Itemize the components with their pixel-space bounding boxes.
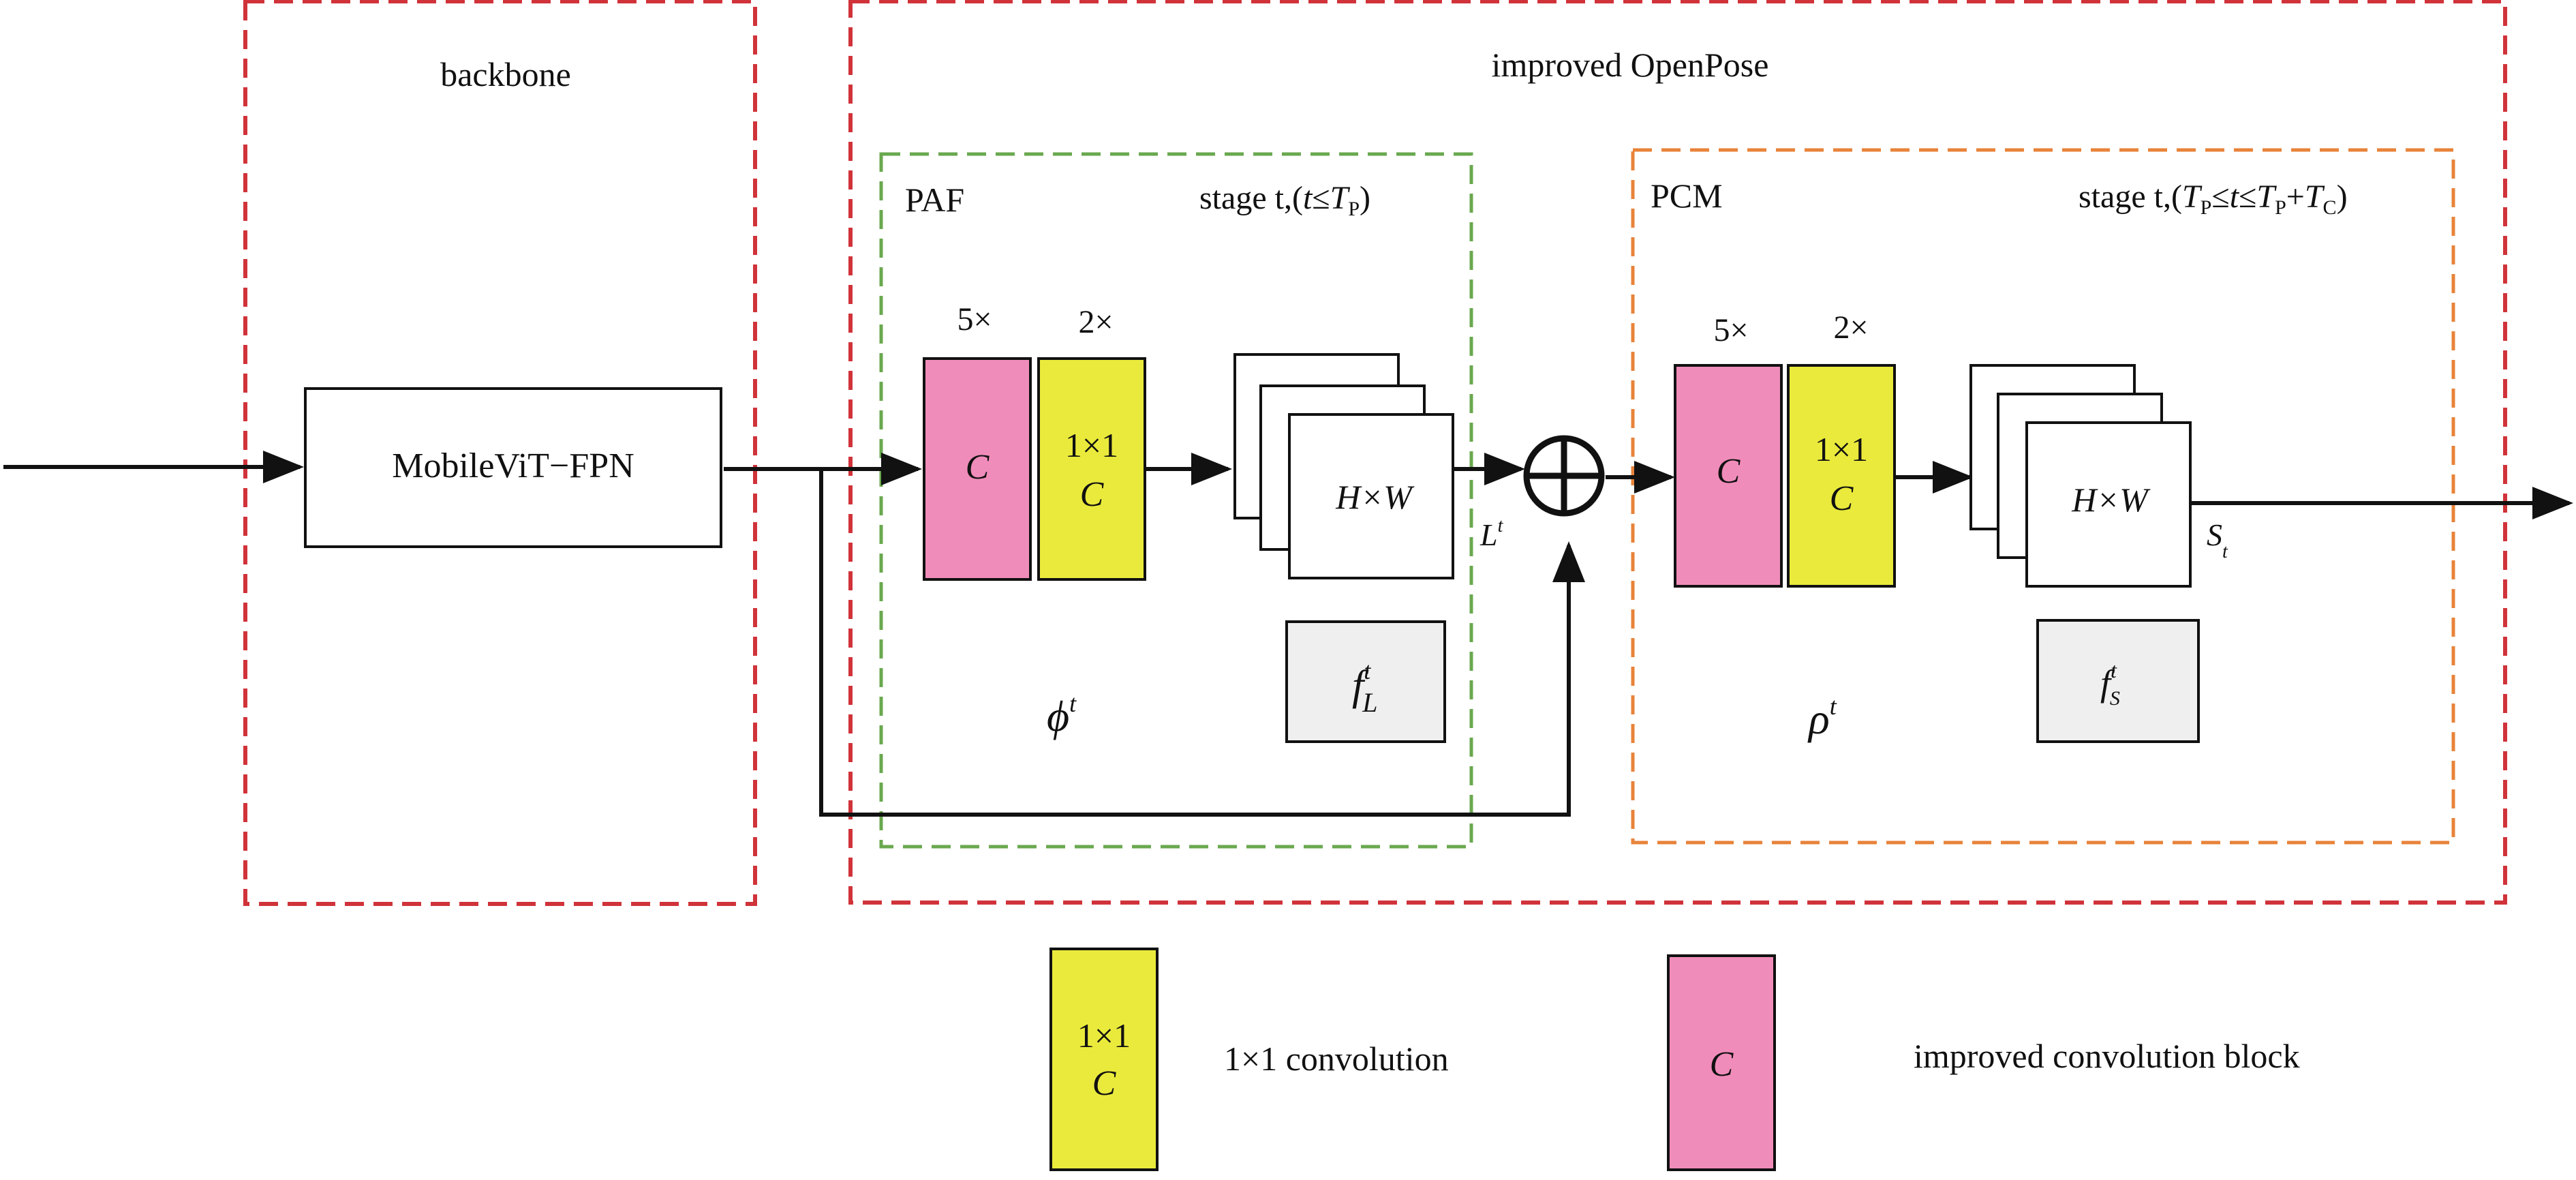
paf-improved-conv-block bbox=[923, 357, 1032, 581]
pcm-improved-conv-block bbox=[1674, 364, 1783, 588]
pcm-1x1-c-label: C bbox=[1830, 479, 1854, 518]
paf-output-label: Lt bbox=[1479, 515, 1504, 552]
mobilevit-fpn-label: MobileViT−FPN bbox=[392, 447, 634, 485]
paf-title: PAF bbox=[905, 181, 964, 219]
paf-improved-conv-label: C bbox=[966, 448, 990, 487]
backbone-title: backbone bbox=[440, 55, 571, 93]
pcm-1x1-conv-block bbox=[1787, 364, 1896, 588]
pcm-title: PCM bbox=[1651, 177, 1723, 215]
paf-mult-2: 2× bbox=[1078, 304, 1113, 340]
legend-1x1-conv-swatch bbox=[1049, 948, 1159, 1171]
pcm-output-label: St bbox=[2207, 517, 2228, 562]
legend-1x1-swatch-top: 1×1 bbox=[1077, 1016, 1131, 1055]
mobilevit-fpn-block bbox=[304, 387, 722, 548]
legend-improved-conv-swatch bbox=[1667, 954, 1776, 1171]
pcm-stage-label: stage t,(TP≤t≤TP+TC) bbox=[2079, 179, 2348, 219]
paf-1x1-c-label: C bbox=[1080, 475, 1105, 514]
pcm-feature-map-front bbox=[2025, 421, 2192, 588]
legend-1x1-swatch-c: C bbox=[1092, 1064, 1117, 1103]
legend-improved-conv-label: improved convolution block bbox=[1914, 1037, 2300, 1075]
paf-mult-5: 5× bbox=[957, 301, 992, 337]
pcm-rho-label: ρt bbox=[1807, 693, 1837, 743]
pcm-feature-map-label: H×W bbox=[2071, 481, 2151, 519]
legend-1x1-conv-label: 1×1 convolution bbox=[1224, 1040, 1449, 1078]
openpose-region bbox=[848, 0, 2507, 905]
paf-region bbox=[879, 152, 1473, 849]
pcm-mult-5: 5× bbox=[1713, 312, 1748, 348]
backbone-region bbox=[243, 0, 757, 906]
pcm-region bbox=[1631, 148, 2455, 845]
paf-function-box bbox=[1285, 620, 1446, 743]
paf-feature-map-label: H×W bbox=[1335, 478, 1415, 516]
paf-1x1-label: 1×1 bbox=[1065, 426, 1118, 464]
pcm-1x1-label: 1×1 bbox=[1815, 430, 1868, 468]
paf-feature-map-front bbox=[1288, 413, 1454, 579]
openpose-title: improved OpenPose bbox=[1492, 46, 1769, 84]
skip-connection-line bbox=[819, 469, 1585, 817]
pcm-mult-2: 2× bbox=[1833, 309, 1868, 346]
paf-phi-label: ϕt bbox=[1047, 690, 1077, 740]
pcm-improved-conv-label: C bbox=[1717, 452, 1741, 491]
paf-1x1-conv-block bbox=[1037, 357, 1146, 581]
paf-stage-label: stage t,(t≤TP) bbox=[1199, 180, 1370, 220]
pcm-function-box bbox=[2036, 619, 2200, 743]
legend-improved-swatch-c: C bbox=[1710, 1045, 1734, 1084]
